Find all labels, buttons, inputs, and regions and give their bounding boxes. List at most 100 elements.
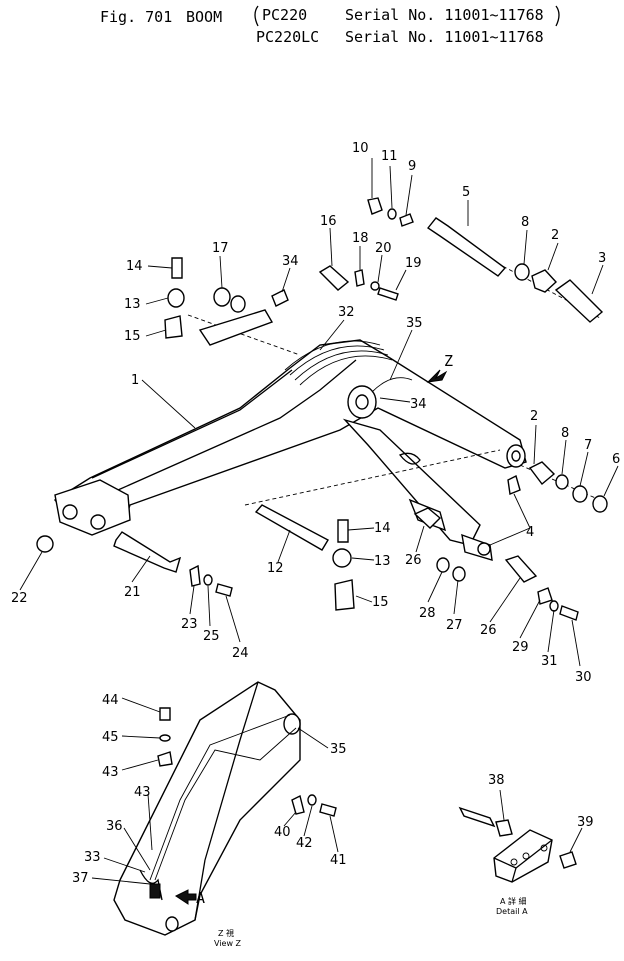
callout-17: 17 — [212, 241, 229, 256]
leader-26-right — [489, 577, 521, 623]
callout-25: 25 — [203, 629, 220, 644]
bushing-2-right — [528, 461, 556, 486]
callout-15-upper: 15 — [124, 329, 141, 344]
leader-22 — [19, 551, 43, 591]
callout-8: 8 — [521, 215, 529, 230]
fitting-4 — [507, 474, 521, 495]
detail-block-edge-2 — [511, 867, 517, 883]
pin-12 — [254, 504, 329, 551]
callout-10: 10 — [352, 141, 369, 156]
callout-36: 36 — [106, 819, 123, 834]
callout-15-lower: 15 — [372, 595, 389, 610]
callout-14-lower: 14 — [374, 521, 391, 536]
view-z-boom — [113, 681, 301, 936]
leader-25 — [207, 585, 211, 627]
washer-25 — [203, 574, 213, 586]
arrow-a-icon — [175, 889, 197, 905]
view-z-boss — [283, 713, 301, 735]
callout-2-right: 2 — [530, 409, 538, 424]
callout-45: 45 — [102, 730, 119, 745]
washer-42 — [307, 794, 317, 806]
fig-title: BOOM — [186, 8, 222, 26]
leader-26-left — [415, 525, 425, 553]
leader-45 — [121, 735, 161, 739]
leader-33 — [103, 857, 146, 873]
leader-4b — [489, 527, 531, 546]
leader-6 — [603, 465, 619, 497]
callouts-main: 10 11 9 5 8 2 3 16 18 20 19 17 34 14 13 … — [11, 141, 620, 685]
grease-fitting-body — [398, 452, 421, 465]
callout-11: 11 — [381, 149, 398, 164]
callout-5: 5 — [462, 185, 470, 200]
callout-21: 21 — [124, 585, 141, 600]
detail-a-caption: Detail A — [496, 907, 528, 916]
washer-17 — [230, 295, 246, 313]
callout-12: 12 — [267, 561, 284, 576]
model-1: PC220 — [262, 6, 307, 24]
boom-foot-hole-1 — [62, 504, 78, 520]
callout-34-upper: 34 — [282, 254, 299, 269]
leader-36 — [123, 827, 151, 871]
callout-44: 44 — [102, 693, 119, 708]
callout-42: 42 — [296, 836, 313, 851]
leader-14-upper — [147, 265, 173, 269]
bracket-hole — [477, 542, 491, 556]
fitting-37-pipe — [139, 869, 163, 901]
callout-34-lower: 34 — [410, 397, 427, 412]
callout-38: 38 — [488, 773, 505, 788]
model-2: PC220LC — [256, 28, 319, 46]
arrow-z-icon — [426, 369, 448, 383]
leader-2-right — [533, 424, 537, 465]
callout-24: 24 — [232, 646, 249, 661]
washer-11 — [387, 208, 397, 220]
callout-13-lower: 13 — [374, 554, 391, 569]
bolt-14-lower — [337, 519, 349, 543]
callout-14-upper: 14 — [126, 259, 143, 274]
detail-hole-3 — [540, 844, 548, 852]
callout-2: 2 — [551, 228, 559, 243]
callout-32: 32 — [338, 305, 355, 320]
plate-9 — [399, 213, 414, 227]
view-z: A 44 45 43 43 36 33 37 35 40 42 41 Z 視 V… — [72, 681, 347, 948]
callout-43-upper: 43 — [102, 765, 119, 780]
leader-4a — [513, 493, 531, 529]
view-z-arrow: Z — [426, 352, 453, 383]
callout-7: 7 — [584, 438, 592, 453]
leader-34-lower — [379, 397, 411, 403]
boom-top-edge — [91, 369, 293, 479]
view-z-edge-2 — [194, 859, 206, 921]
detail-a-caption-jp: A 詳 細 — [500, 896, 527, 906]
leader-40 — [283, 811, 297, 827]
washer-8 — [514, 263, 530, 281]
leader-15-upper — [145, 329, 167, 337]
leader-44 — [121, 697, 161, 713]
callout-43-lower: 43 — [134, 785, 151, 800]
plate-17 — [213, 287, 231, 307]
hose-1 — [284, 340, 381, 371]
leader-11 — [389, 165, 393, 209]
leader-38 — [499, 789, 505, 821]
callout-28: 28 — [419, 606, 436, 621]
callout-31: 31 — [541, 654, 558, 669]
pin-16 — [318, 265, 350, 291]
detail-hole-2 — [522, 852, 530, 860]
leader-28 — [427, 571, 443, 603]
upper-pin — [198, 309, 274, 346]
view-z-caption: View Z — [214, 939, 242, 948]
fitting-34-upper — [271, 289, 289, 307]
leader-29 — [519, 599, 541, 639]
bolt-41 — [319, 803, 337, 817]
callout-4: 4 — [526, 525, 534, 540]
callout-39: 39 — [577, 815, 594, 830]
callout-29: 29 — [512, 640, 529, 655]
washer-20 — [370, 281, 380, 291]
callout-35-z: 35 — [330, 742, 347, 757]
callout-27: 27 — [446, 618, 463, 633]
leader-2 — [547, 242, 559, 271]
serial-2: Serial No. 11001~11768 — [345, 28, 544, 46]
leader-43-upper — [121, 759, 159, 771]
view-z-edge-1 — [204, 681, 259, 861]
pin-26-left — [413, 507, 442, 529]
callout-20: 20 — [375, 241, 392, 256]
callout-16: 16 — [320, 214, 337, 229]
